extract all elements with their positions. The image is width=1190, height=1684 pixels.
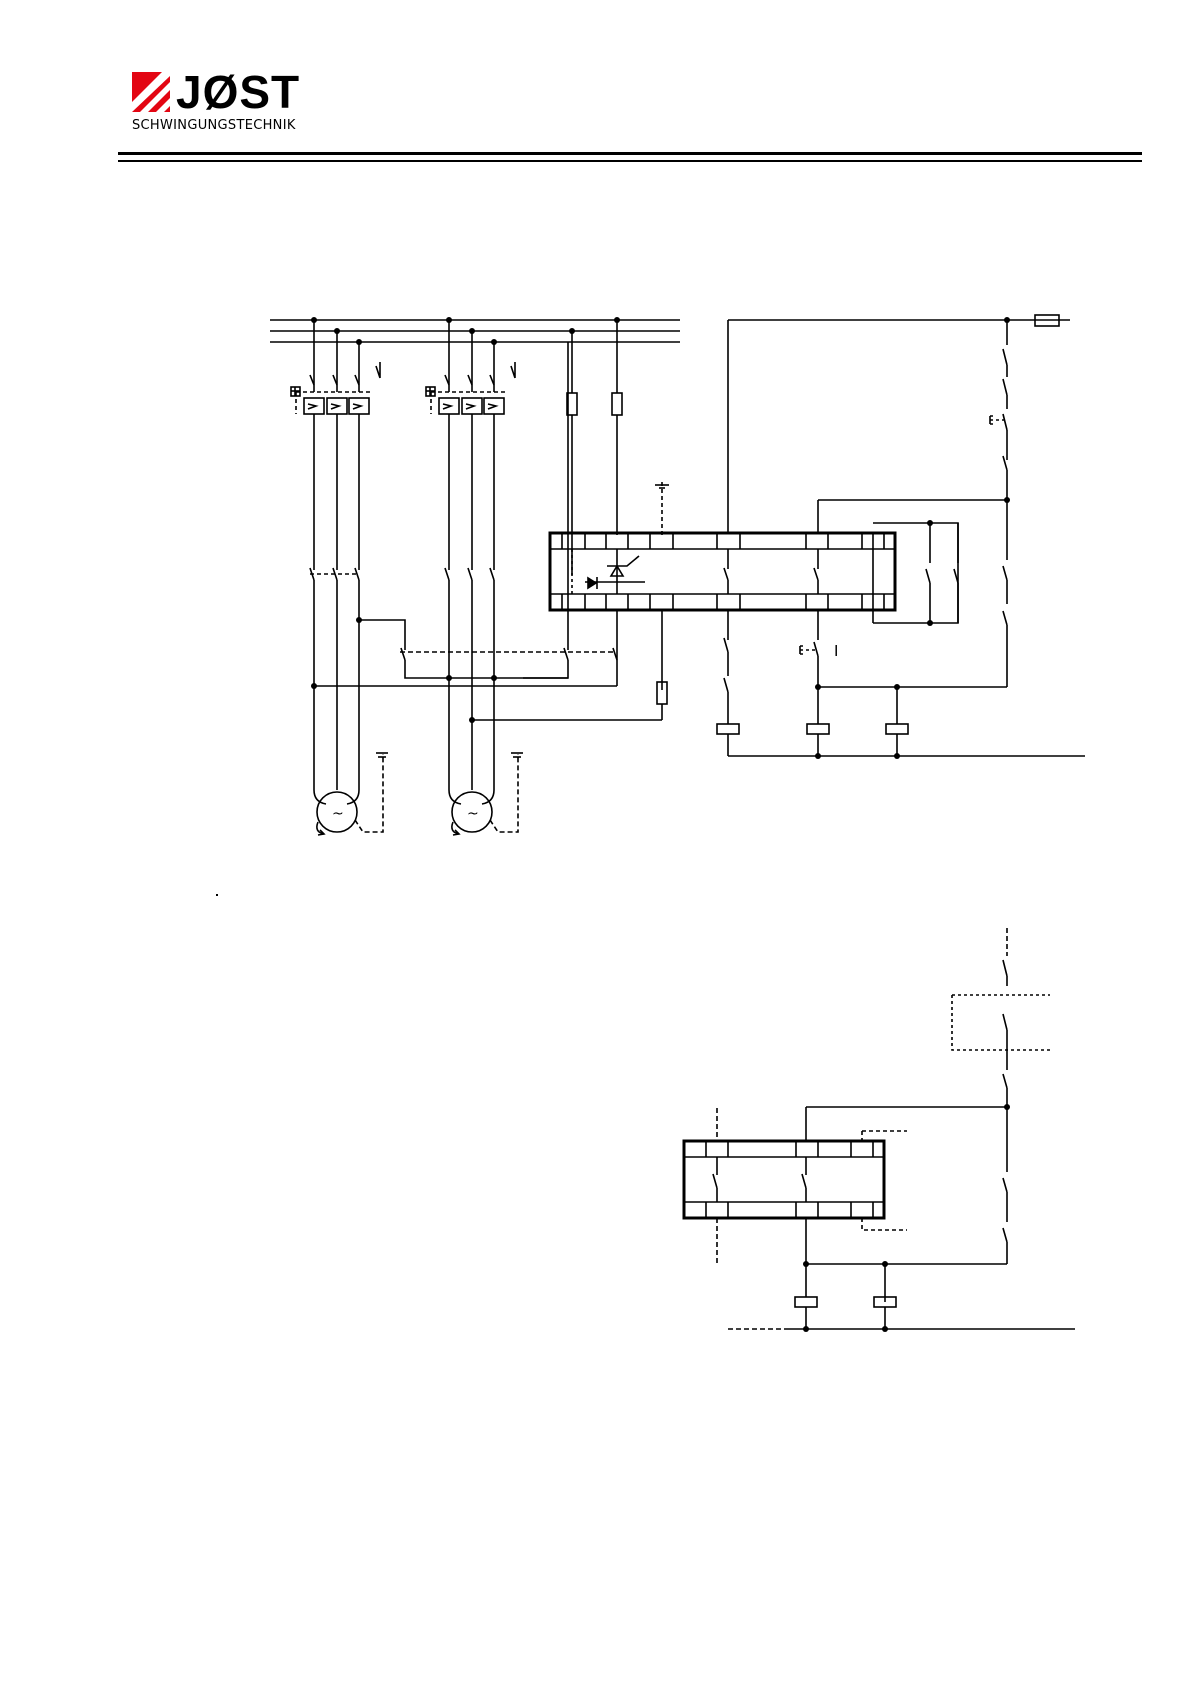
control-circuit-top bbox=[717, 315, 1085, 756]
motor-2-branch bbox=[426, 320, 523, 835]
control-circuit-bottom bbox=[684, 928, 1075, 1329]
junction-dots bbox=[311, 317, 1010, 1332]
controller-supply bbox=[567, 320, 669, 720]
motor-2-tilde: ~ bbox=[467, 806, 479, 822]
motor-1-branch bbox=[291, 320, 388, 835]
motor-1-tilde: ~ bbox=[332, 806, 344, 822]
controller-module bbox=[550, 533, 895, 610]
timer-marker: I bbox=[834, 642, 838, 660]
